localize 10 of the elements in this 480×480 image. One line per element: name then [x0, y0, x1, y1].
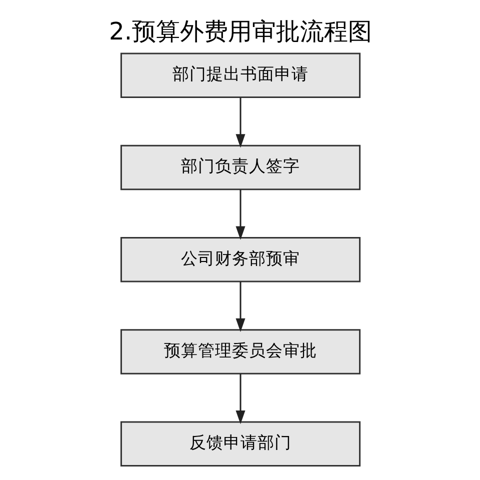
node-box: 部门负责人签字: [120, 144, 360, 190]
node-box: 预算管理委员会审批: [120, 329, 360, 374]
diagram-title: 2.预算外费用审批流程图: [108, 18, 372, 46]
node-box: 公司财务部预审: [120, 236, 360, 282]
arrow: [235, 98, 245, 148]
node-box: 部门提出书面申请: [120, 52, 360, 98]
arrow: [235, 282, 245, 332]
arrow: [235, 190, 245, 240]
arrow: [235, 374, 245, 424]
node-box: 反馈申请部门: [120, 421, 360, 467]
